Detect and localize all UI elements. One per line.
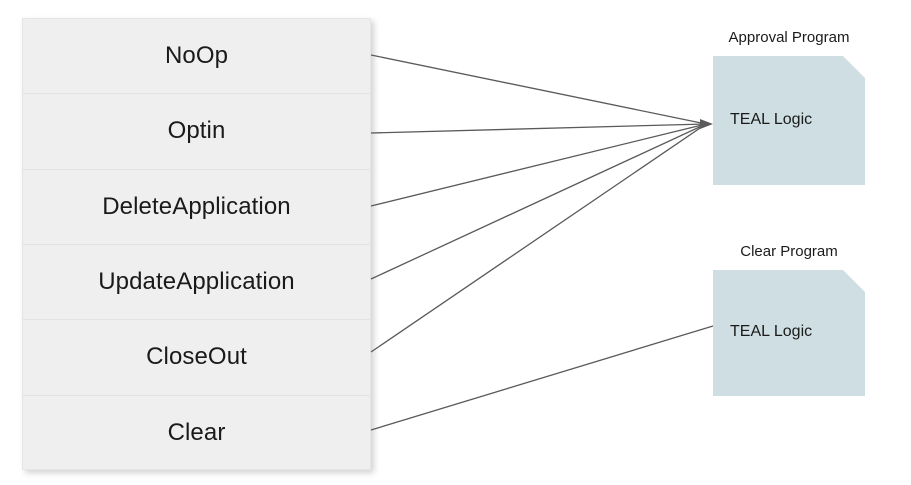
oncomplete-label: DeleteApplication <box>102 192 291 220</box>
oncomplete-label: UpdateApplication <box>98 268 295 296</box>
oncomplete-panel: NoOp Optin DeleteApplication UpdateAppli… <box>22 18 371 470</box>
arrowhead-approval <box>700 119 713 129</box>
connector-updateapplication-to-approval <box>370 123 707 280</box>
connector-optin-to-approval <box>370 123 707 134</box>
oncomplete-label: Optin <box>167 117 226 145</box>
connector-clear-to-clearprogram <box>370 325 714 431</box>
connector-closeout-to-approval <box>370 123 707 353</box>
oncomplete-row-optin[interactable]: Optin <box>23 94 370 170</box>
oncomplete-row-updateapplication[interactable]: UpdateApplication <box>23 245 370 321</box>
oncomplete-label: NoOp <box>164 42 229 70</box>
approval-program-note[interactable]: TEAL Logic <box>713 56 865 185</box>
clear-program-note[interactable]: TEAL Logic <box>713 270 865 396</box>
approval-program-group: Approval Program TEAL Logic <box>713 30 865 185</box>
connector-noop-to-approval <box>370 54 707 125</box>
oncomplete-row-closeout[interactable]: CloseOut <box>23 320 370 396</box>
oncomplete-row-noop[interactable]: NoOp <box>23 19 370 95</box>
oncomplete-label: Clear <box>167 419 226 447</box>
approval-program-title: Approval Program <box>728 29 850 46</box>
oncomplete-label: CloseOut <box>146 343 247 371</box>
clear-program-group: Clear Program TEAL Logic <box>713 244 865 396</box>
connector-deleteapplication-to-approval <box>370 123 707 207</box>
oncomplete-row-clear[interactable]: Clear <box>23 396 370 471</box>
approval-program-note-text: TEAL Logic <box>730 111 813 128</box>
oncomplete-row-deleteapplication[interactable]: DeleteApplication <box>23 170 370 245</box>
clear-program-note-text: TEAL Logic <box>730 323 813 340</box>
clear-program-title: Clear Program <box>740 243 838 260</box>
